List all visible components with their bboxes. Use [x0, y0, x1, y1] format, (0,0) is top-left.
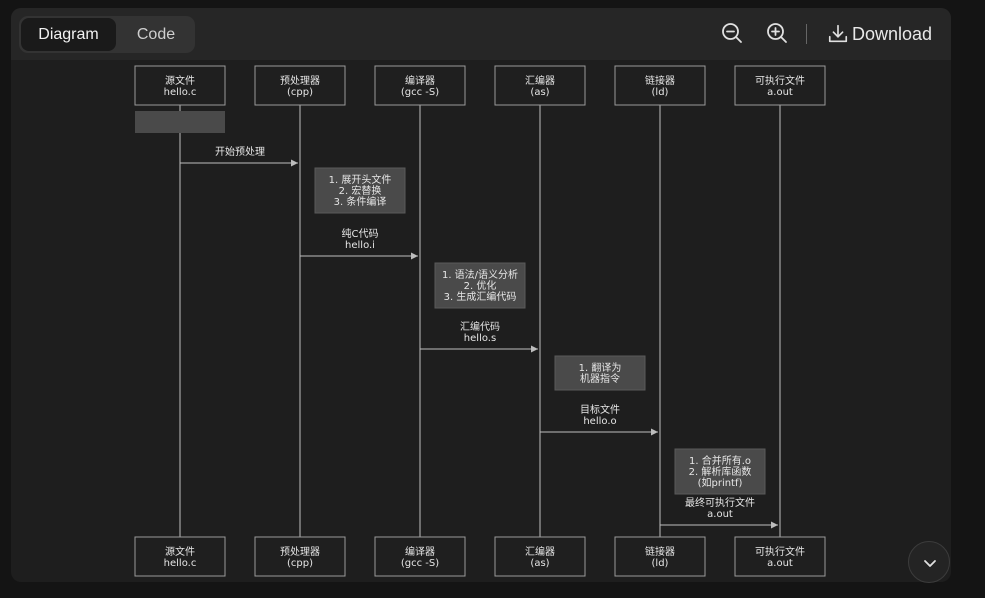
- download-icon: [828, 24, 848, 43]
- message-label: 最终可执行文件: [685, 496, 755, 509]
- participant-sub: (gcc -S): [401, 558, 439, 569]
- note-text: 2. 宏替换: [339, 184, 382, 197]
- zoom-out-icon: [722, 23, 742, 43]
- participant-sub: (ld): [652, 558, 669, 569]
- participant-name: 链接器: [645, 545, 675, 558]
- participant-sub: hello.c: [164, 87, 197, 98]
- note-box: [554, 355, 646, 391]
- participant-box-bottom: [254, 536, 346, 577]
- zoom-out-button[interactable]: [720, 21, 744, 45]
- message-label: hello.o: [583, 416, 616, 427]
- participant-sub: (cpp): [287, 558, 313, 569]
- download-label: Download: [852, 24, 933, 44]
- participant-sub: (as): [530, 87, 549, 98]
- message-label: 汇编代码: [460, 320, 500, 333]
- participant-box-top: [734, 65, 826, 106]
- view-toggle: Diagram Code: [19, 16, 195, 53]
- tab-diagram[interactable]: Diagram: [21, 18, 116, 51]
- participant-name: 源文件: [165, 545, 195, 558]
- note-text: 2. 优化: [464, 279, 497, 292]
- participant-sub: (as): [530, 558, 549, 569]
- participant-name: 预处理器: [280, 75, 320, 87]
- participant-name: 源文件: [165, 74, 195, 87]
- zoom-in-button[interactable]: [765, 21, 789, 45]
- chevron-down-icon: [924, 560, 936, 567]
- message-label: hello.s: [464, 333, 496, 344]
- participant-box-bottom: [734, 536, 826, 577]
- note-text: 2. 解析库函数: [689, 465, 752, 478]
- participant-sub: a.out: [767, 558, 793, 569]
- message-label: hello.i: [345, 240, 375, 251]
- note-text: 1. 语法/语义分析: [442, 268, 518, 281]
- toolbar: Diagram Code Downloa: [11, 8, 951, 60]
- participant-box-top: [614, 65, 706, 106]
- note-box: [314, 167, 406, 214]
- note-text: 机器指令: [580, 372, 620, 385]
- message-label: 开始预处理: [215, 145, 265, 158]
- participant-name: 汇编器: [525, 545, 555, 558]
- participant-sub: (gcc -S): [401, 87, 439, 98]
- scroll-down-button[interactable]: [908, 541, 950, 583]
- note-text: 3. 条件编译: [334, 195, 387, 208]
- participant-box-top: [374, 65, 466, 106]
- message-label: 目标文件: [580, 403, 620, 416]
- participant-name: 预处理器: [280, 546, 320, 558]
- note-text: 1. 展开头文件: [329, 173, 392, 186]
- participant-name: 可执行文件: [755, 545, 805, 558]
- note-box: [674, 448, 766, 495]
- message-label: 纯C代码: [342, 227, 379, 240]
- note-text: 3. 生成汇编代码: [444, 290, 517, 303]
- participant-box-top: [494, 65, 586, 106]
- participant-name: 编译器: [405, 545, 435, 558]
- participant-box-bottom: [134, 536, 226, 577]
- zoom-in-icon: [767, 23, 787, 43]
- participant-name: 链接器: [645, 74, 675, 87]
- participant-box-bottom: [614, 536, 706, 577]
- toolbar-divider: [806, 24, 807, 44]
- note-box: [434, 262, 526, 309]
- participant-name: 可执行文件: [755, 74, 805, 87]
- participant-box-top: [254, 65, 346, 106]
- participant-sub: (ld): [652, 87, 669, 98]
- diagram-panel: Diagram Code Downloa: [11, 8, 951, 582]
- message-label: a.out: [707, 509, 733, 520]
- activation-bar: [135, 111, 225, 133]
- note-text: (如printf): [698, 476, 743, 489]
- participant-box-bottom: [494, 536, 586, 577]
- participant-box-bottom: [374, 536, 466, 577]
- participant-sub: hello.c: [164, 558, 197, 569]
- participant-box-top: [134, 65, 226, 106]
- participant-sub: a.out: [767, 87, 793, 98]
- participant-name: 编译器: [405, 74, 435, 87]
- participant-sub: (cpp): [287, 87, 313, 98]
- note-text: 1. 翻译为: [579, 362, 622, 374]
- download-button[interactable]: Download: [827, 20, 932, 48]
- participant-name: 汇编器: [525, 74, 555, 87]
- tab-code[interactable]: Code: [136, 26, 176, 43]
- note-text: 1. 合并所有.o: [689, 454, 751, 467]
